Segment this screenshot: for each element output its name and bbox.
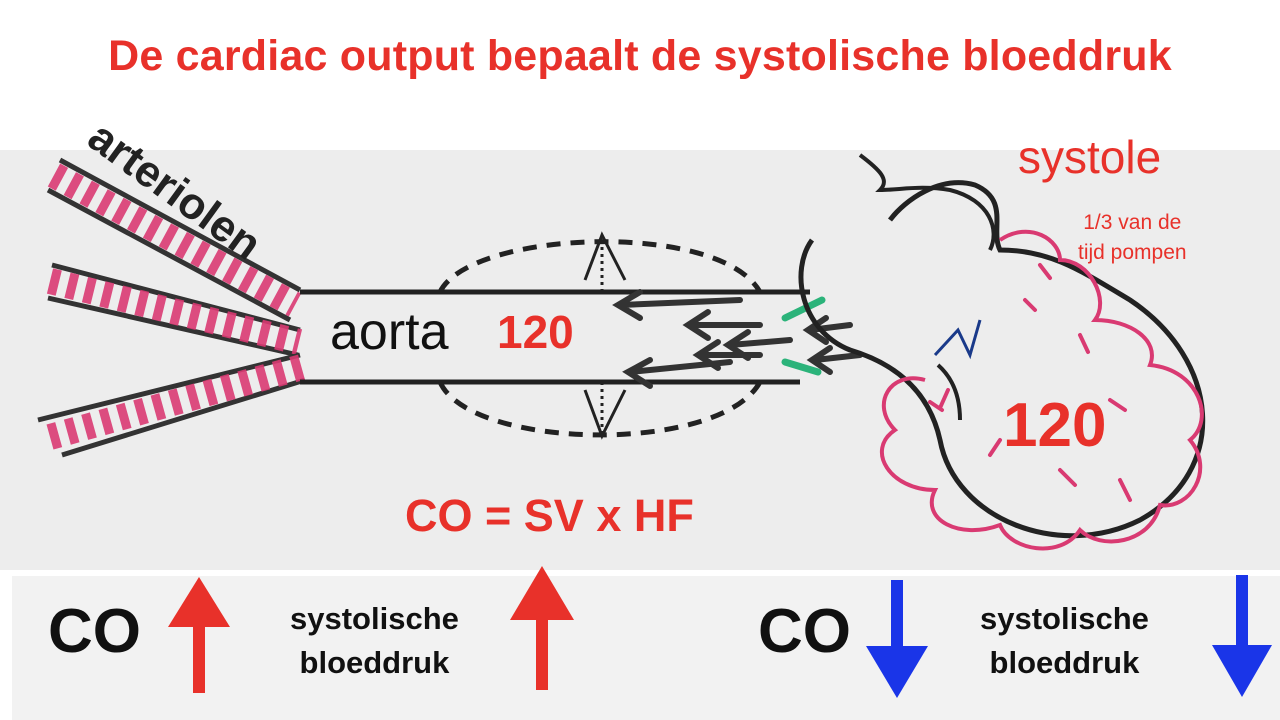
flow-arrows (612, 289, 863, 389)
systole-label: systole (1018, 131, 1162, 183)
heart-outline (798, 153, 1205, 539)
co-increase-label: CO (48, 597, 141, 666)
aorta-tube (300, 231, 810, 440)
diagram-sheet (0, 150, 1280, 570)
systolic-line2-right: bloeddruk (989, 645, 1140, 680)
arteriole-bottom (37, 352, 306, 458)
arteriole-middle (46, 262, 303, 358)
heart-contraction-arrows (928, 263, 1132, 502)
up-arrow-icon (510, 566, 574, 690)
down-arrow-icon (1212, 575, 1272, 697)
summary-panel (12, 576, 1280, 720)
systole-note-line2: tijd pompen (1078, 241, 1187, 264)
cardiac-output-formula: CO = SV x HF (405, 490, 694, 541)
aorta-label: aorta (330, 303, 449, 361)
heart-contraction-outline (880, 229, 1204, 551)
co-decrease-label: CO (758, 597, 851, 666)
systolic-pressure-label-left: systolische bloeddruk (290, 597, 459, 685)
aortic-valve (781, 296, 826, 376)
page-title: De cardiac output bepaalt de systolische… (108, 32, 1172, 80)
systolic-line1-left: systolische (290, 601, 459, 636)
aorta-pressure-value: 120 (497, 306, 574, 358)
down-arrow-icon (866, 580, 928, 698)
systole-duration-note: 1/3 van de tijd pompen (1078, 208, 1187, 268)
heart-pressure-value: 120 (1003, 391, 1107, 460)
systolic-line2-left: bloeddruk (299, 645, 450, 680)
systolic-pressure-label-right: systolische bloeddruk (980, 597, 1149, 685)
systolic-line1-right: systolische (980, 601, 1149, 636)
up-arrow-icon (168, 577, 230, 693)
arteriole-top (46, 157, 302, 323)
systole-note-line1: 1/3 van de (1083, 211, 1182, 234)
